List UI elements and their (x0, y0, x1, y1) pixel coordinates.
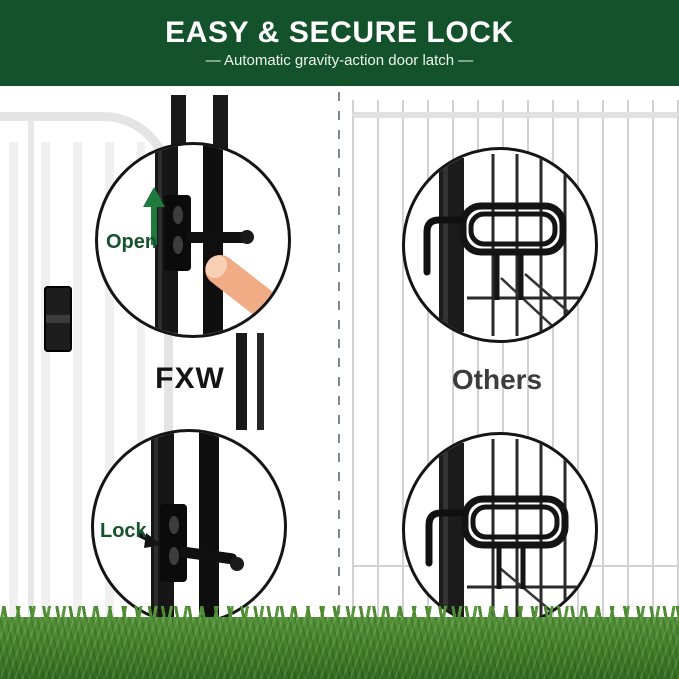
fxw-open-inset: Open (95, 142, 291, 338)
grass (0, 617, 679, 679)
fence-hinge (44, 286, 72, 352)
hook-pin (423, 216, 467, 276)
wire-fence-rail (352, 112, 679, 118)
subtitle: — Automatic gravity-action door latch — (205, 52, 474, 69)
latch-handle (179, 546, 238, 565)
gate-bar (171, 95, 186, 155)
hook-pin (425, 509, 469, 567)
latch-handle (186, 232, 248, 243)
arrow-icon (136, 531, 162, 548)
gate-bar (213, 95, 228, 155)
others-brand-label: Others (451, 364, 543, 395)
divider-line (338, 92, 340, 618)
fxw-lock-inset: Lock (91, 429, 287, 625)
others-latch-inset-top (402, 147, 598, 343)
lock-latch-illustration (136, 432, 244, 622)
finger-icon (205, 254, 288, 335)
fence-joint (28, 120, 34, 618)
header-banner: EASY & SECURE LOCK — Automatic gravity-a… (0, 0, 679, 86)
wire-latch-illustration (423, 154, 593, 337)
open-latch-illustration (143, 145, 288, 335)
latch-bracket (160, 504, 187, 582)
page-title: EASY & SECURE LOCK (165, 16, 514, 49)
open-label: Open (106, 231, 158, 253)
fxw-brand-label: FXW (155, 362, 225, 395)
others-latch-inset-bottom (402, 432, 598, 628)
arrow-up-icon (143, 187, 165, 245)
wire-latch-illustration (425, 439, 593, 622)
fence-panel-left (0, 112, 173, 679)
latch-bracket (164, 195, 191, 271)
lock-label: Lock (100, 520, 147, 542)
gate-bar (236, 333, 247, 430)
gate-bar (257, 333, 264, 430)
